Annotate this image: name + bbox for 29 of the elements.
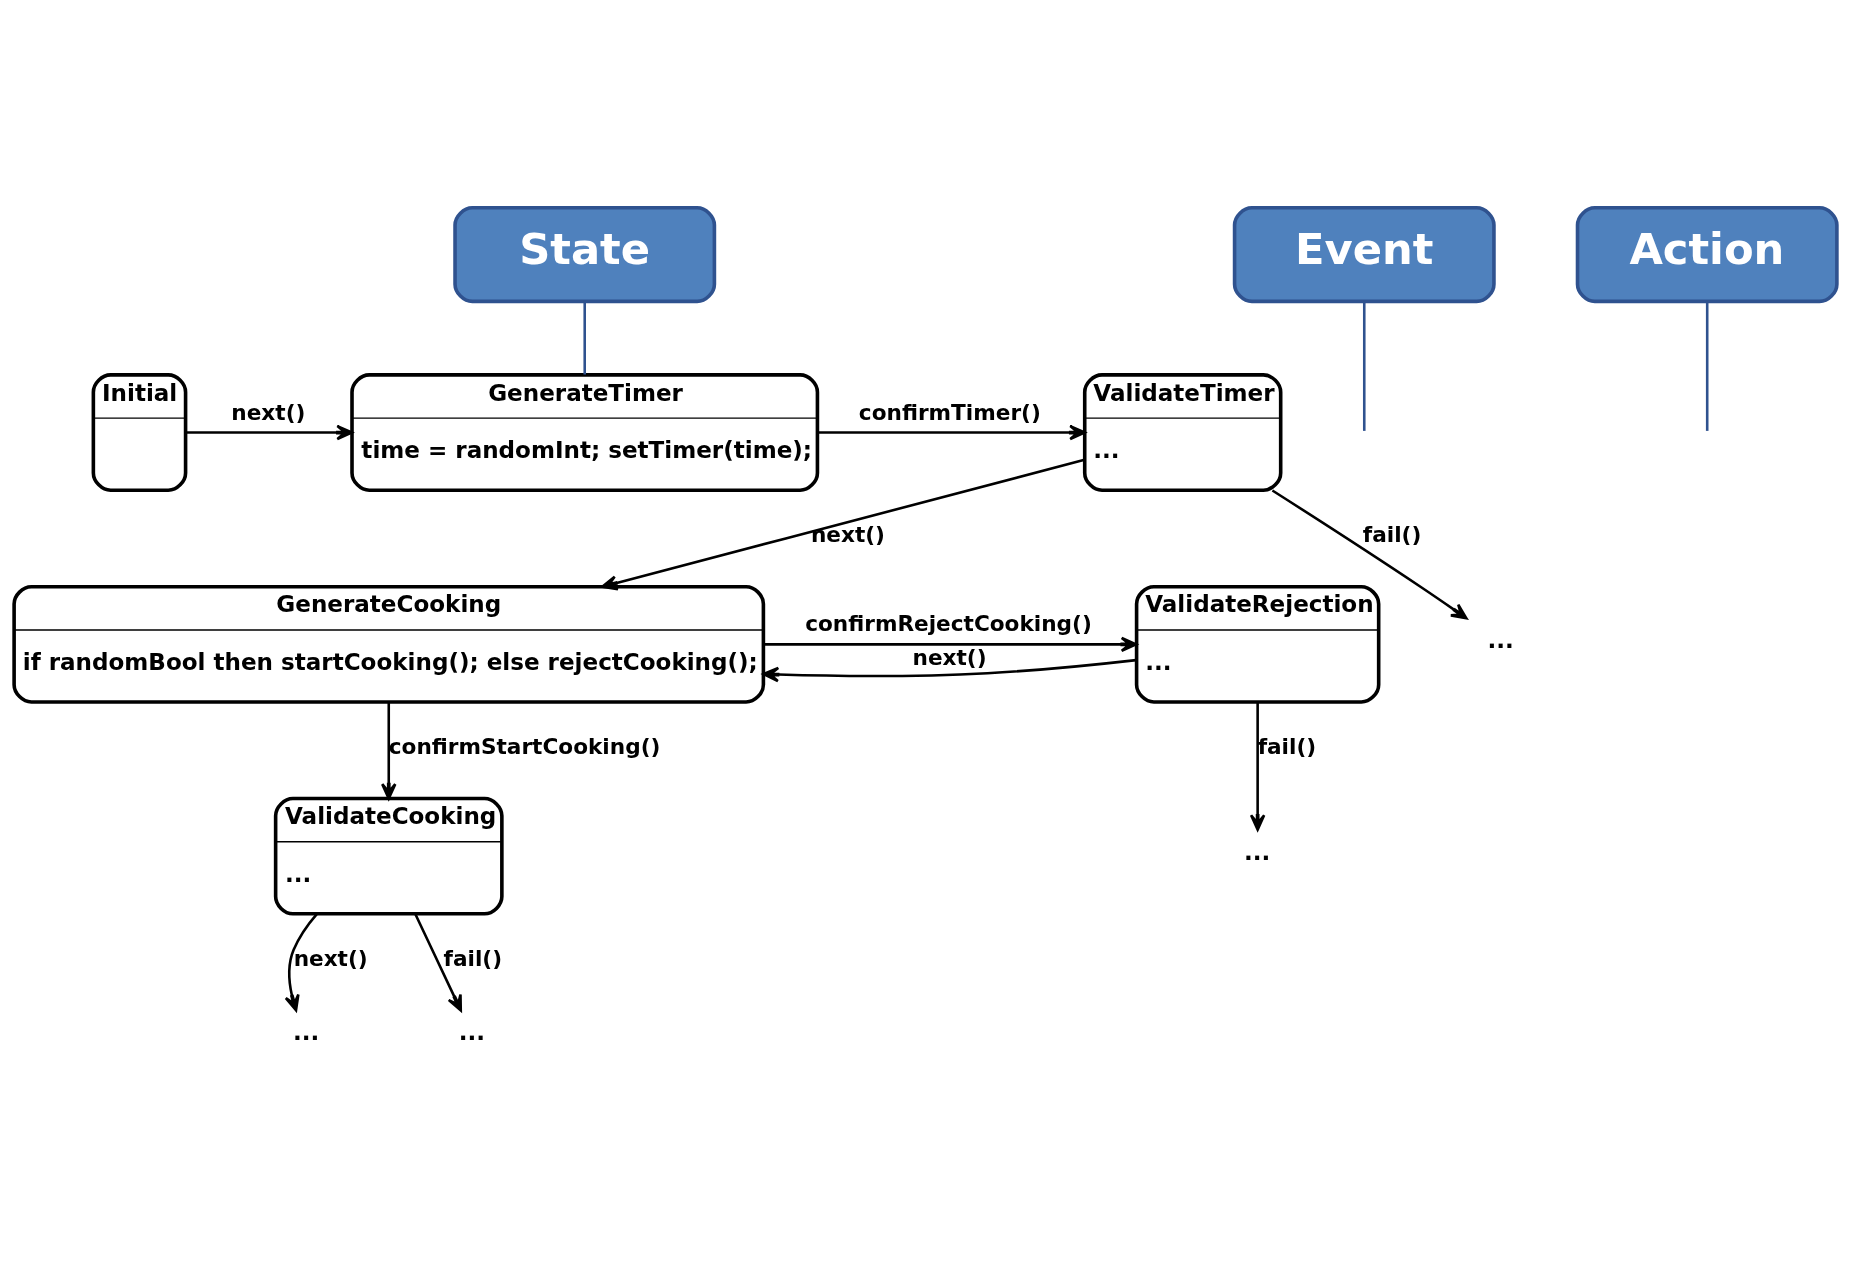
edge-label: fail() xyxy=(1362,522,1422,548)
edge-label: confirmStartCooking() xyxy=(388,733,661,759)
arrow xyxy=(601,458,1085,591)
edge-label: next() xyxy=(810,522,886,548)
edge-label: next() xyxy=(293,945,368,971)
arrow xyxy=(284,913,318,1012)
arrow xyxy=(414,913,463,1012)
connector xyxy=(1705,301,1709,431)
node-text: ... xyxy=(1243,839,1271,866)
arrow xyxy=(380,702,397,800)
arrow xyxy=(185,424,354,441)
connector xyxy=(1362,301,1366,431)
node-text: ... xyxy=(458,1019,485,1046)
edge-label: fail() xyxy=(443,945,503,971)
node-text: ... xyxy=(1487,627,1514,654)
node-box: State xyxy=(453,205,717,304)
connector xyxy=(583,301,586,375)
arrow xyxy=(817,424,1086,441)
arrow xyxy=(1271,489,1468,620)
edge-label: confirmRejectCooking() xyxy=(805,611,1092,637)
edge-label: next() xyxy=(231,399,306,425)
arrow xyxy=(763,636,1138,653)
node-box: Event xyxy=(1232,205,1496,304)
arrow xyxy=(762,658,1137,683)
edge-label: confirmTimer() xyxy=(858,399,1041,425)
arrow xyxy=(1249,702,1266,831)
edge-label: next() xyxy=(912,644,987,670)
node-text: ... xyxy=(292,1019,320,1046)
node-box: Action xyxy=(1575,205,1839,304)
